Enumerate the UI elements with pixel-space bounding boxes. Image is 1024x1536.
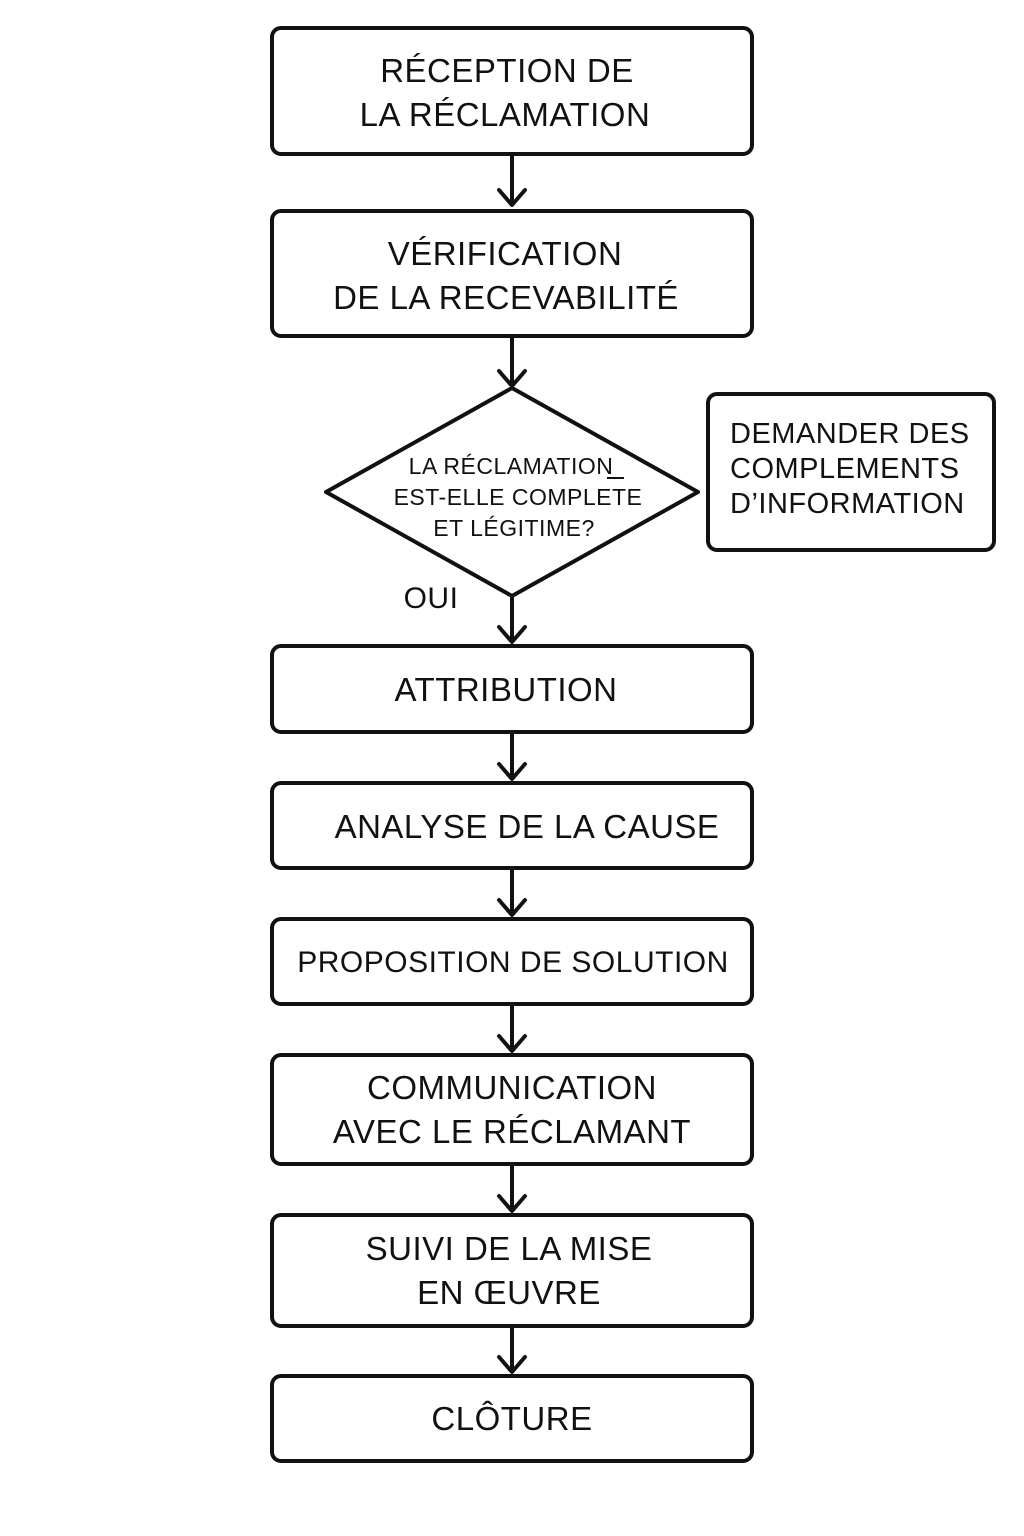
step-verification-line-2: DE LA RECEVABILITÉ: [333, 279, 679, 316]
arrowhead-communication: [497, 1034, 527, 1053]
step-reception: RÉCEPTION DE LA RÉCLAMATION: [270, 26, 754, 156]
step-suivi-line-2: EN ŒUVRE: [417, 1274, 601, 1311]
connectors: [497, 154, 527, 1374]
decision-yes-label: OUI: [404, 582, 459, 615]
step-analyse: ANALYSE DE LA CAUSE: [270, 781, 754, 870]
step-cloture: CLÔTURE: [270, 1374, 754, 1463]
arrowhead-analyse: [497, 762, 527, 781]
decision-line-2: EST-ELLE COMPLETE: [394, 484, 643, 510]
step-verification-line-1: VÉRIFICATION: [388, 235, 623, 272]
decision-line-1: LA RÉCLAMATION: [409, 453, 614, 479]
step-proposition-line-1: PROPOSITION DE SOLUTION: [297, 946, 729, 979]
step-reception-line-2: LA RÉCLAMATION: [360, 96, 651, 133]
side-box-line-2: COMPLEMENTS: [730, 453, 959, 485]
step-analyse-line-1: ANALYSE DE LA CAUSE: [335, 808, 720, 845]
step-suivi: SUIVI DE LA MISE EN ŒUVRE: [270, 1213, 754, 1328]
arrowhead-cloture: [497, 1355, 527, 1374]
side-box-line-3: D’INFORMATION: [730, 488, 965, 520]
step-cloture-line-1: CLÔTURE: [431, 1400, 592, 1437]
side-box-line-1: DEMANDER DES: [730, 418, 970, 450]
side-box-request-info: DEMANDER DES COMPLEMENTS D’INFORMATION: [706, 392, 996, 552]
step-suivi-line-1: SUIVI DE LA MISE: [366, 1230, 653, 1267]
step-communication-line-1: COMMUNICATION: [367, 1069, 657, 1106]
step-attribution-line-1: ATTRIBUTION: [394, 671, 617, 708]
step-communication-line-2: AVEC LE RÉCLAMANT: [333, 1113, 691, 1150]
decision-completeness: LA RÉCLAMATION EST-ELLE COMPLETE ET LÉGI…: [324, 386, 700, 598]
step-attribution: ATTRIBUTION: [270, 644, 754, 734]
arrowhead-verification: [497, 188, 527, 207]
arrowhead-proposition: [497, 898, 527, 917]
decision-line-3: ET LÉGITIME?: [433, 515, 595, 541]
step-communication: COMMUNICATION AVEC LE RÉCLAMANT: [270, 1053, 754, 1166]
arrowhead-attribution: [497, 625, 527, 644]
step-verification: VÉRIFICATION DE LA RECEVABILITÉ: [270, 209, 754, 338]
arrowhead-suivi: [497, 1194, 527, 1213]
step-proposition: PROPOSITION DE SOLUTION: [270, 917, 754, 1006]
step-reception-line-1: RÉCEPTION DE: [380, 52, 634, 89]
